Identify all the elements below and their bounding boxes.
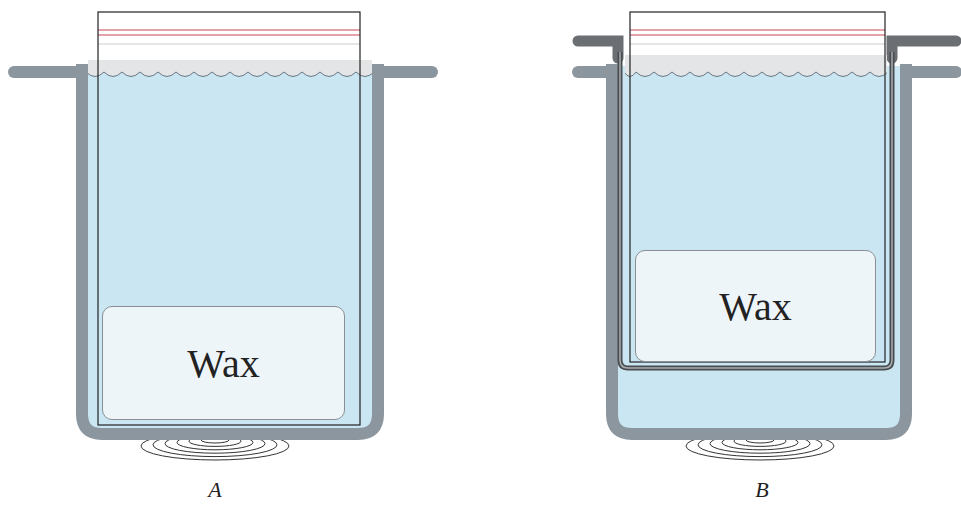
- water: [82, 66, 378, 432]
- pot-wall: [612, 64, 906, 434]
- inner-pot-handle: [892, 41, 956, 58]
- plastic-bag: [98, 12, 360, 425]
- figure-label: A: [208, 477, 221, 503]
- bag-seal: [98, 35, 360, 36]
- plastic-bag: [630, 12, 885, 362]
- bag-seal: [630, 30, 885, 31]
- water-surface: [625, 55, 887, 77]
- wax-block: Wax: [102, 306, 345, 420]
- pot-handle: [906, 66, 956, 78]
- bag-seal: [630, 44, 885, 45]
- inner-pot-handle: [578, 41, 618, 58]
- bag-seal: [98, 30, 360, 31]
- wax-label: Wax: [187, 340, 259, 387]
- bag-seal: [98, 44, 360, 45]
- water-surface: [88, 60, 372, 77]
- bag-top: [98, 12, 360, 62]
- wax-block: Wax: [635, 250, 876, 362]
- inner-pot: [620, 52, 892, 368]
- inner-pot: [620, 52, 892, 368]
- pot-handle: [378, 66, 432, 78]
- wax-label: Wax: [719, 283, 791, 330]
- figure-label: B: [755, 477, 768, 503]
- water: [612, 66, 906, 432]
- bag-top: [630, 12, 885, 57]
- pot-wall: [82, 64, 378, 434]
- bag-seal: [630, 35, 885, 36]
- pot-handle: [14, 66, 82, 78]
